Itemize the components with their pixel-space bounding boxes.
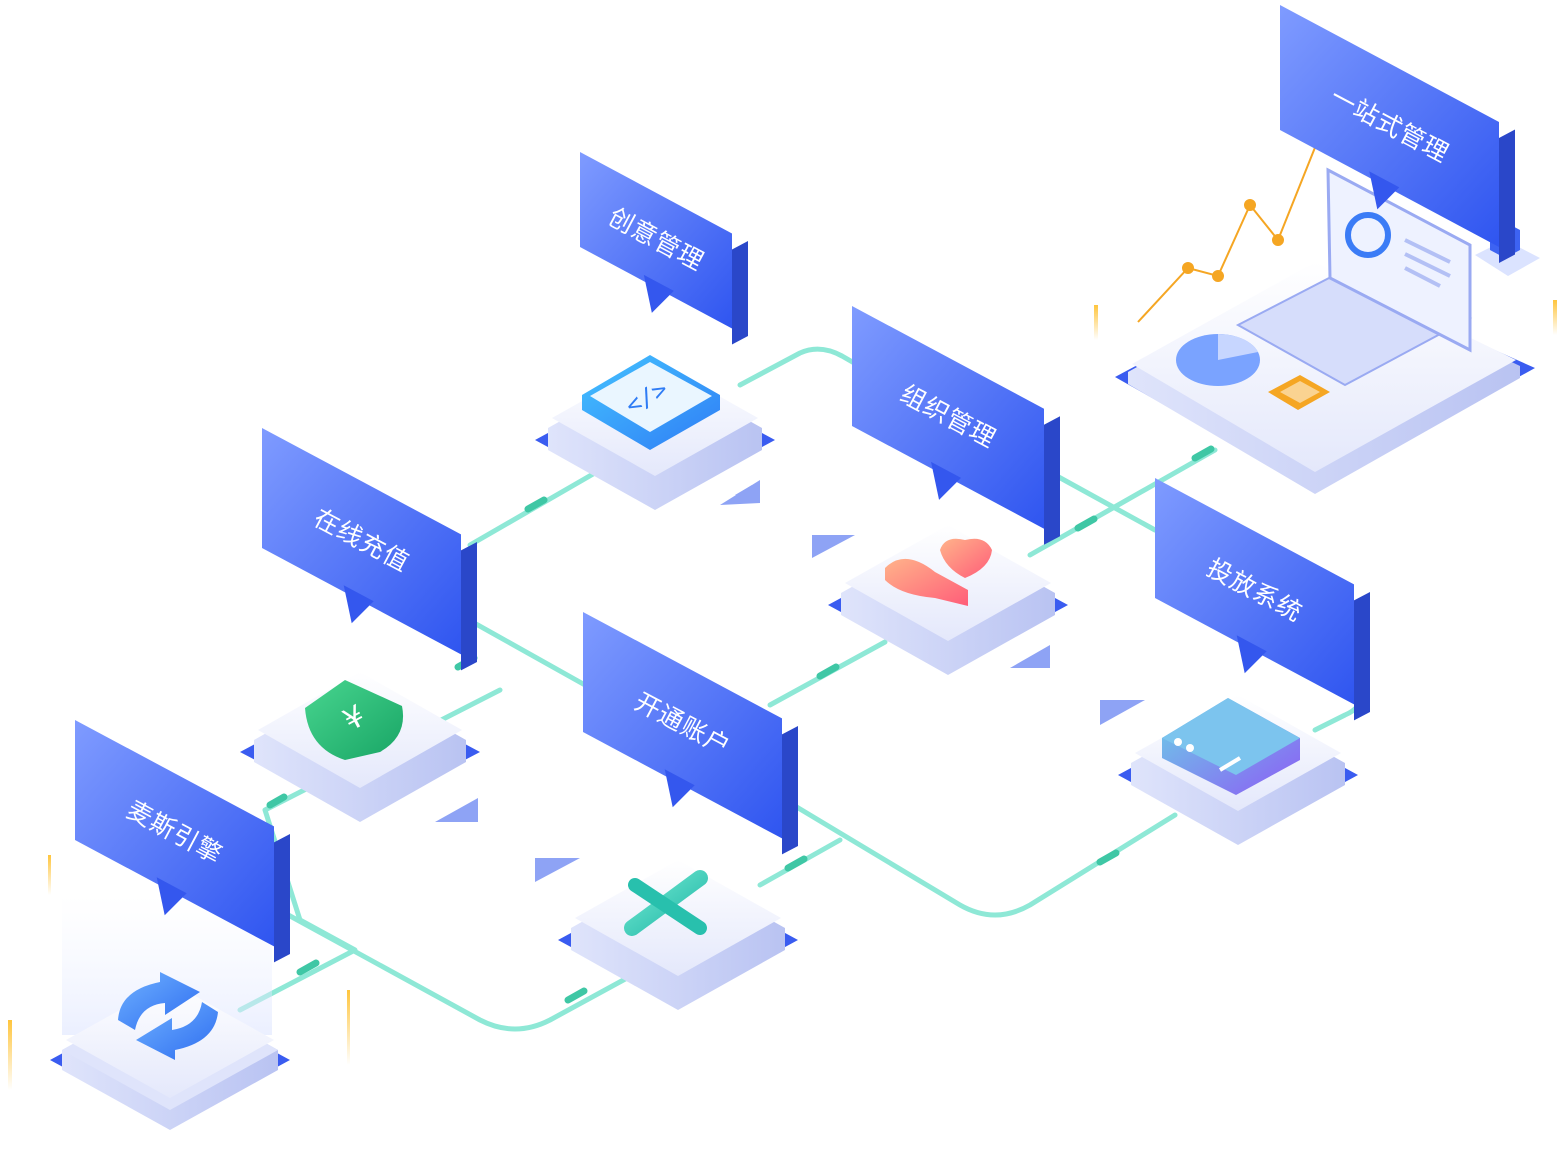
bubble-maisi: 麦斯引擎	[75, 720, 290, 963]
bubble-recharge: 在线充值	[262, 428, 477, 671]
bubble-delivery: 投放系统	[1155, 478, 1370, 721]
bubble-organization: 组织管理	[852, 306, 1060, 545]
yuan-shield-icon: ¥	[305, 680, 404, 760]
bubble-creative: 创意管理	[580, 152, 748, 345]
code-window-icon: </>	[582, 355, 720, 450]
corner-chevron-icon	[1100, 700, 1145, 725]
corner-chevron-icon	[435, 798, 478, 822]
hand-heart-icon	[885, 538, 992, 606]
wrench-screwdriver-icon	[624, 870, 708, 936]
bubble-onestop: 一站式管理	[1280, 5, 1515, 264]
laptop-dashboard-icon	[1176, 167, 1473, 410]
sparkle-decorations	[8, 300, 1557, 1090]
connector-lines	[237, 346, 1368, 1032]
bubble-account: 开通账户	[583, 612, 798, 855]
corner-chevron-icon	[812, 535, 1050, 668]
connector-dashes	[266, 445, 1215, 1004]
sync-arrows-icon	[118, 972, 218, 1060]
corner-chevron-icon	[720, 480, 760, 505]
server-box-icon	[1162, 698, 1300, 795]
corner-chevron-icon	[535, 858, 580, 882]
